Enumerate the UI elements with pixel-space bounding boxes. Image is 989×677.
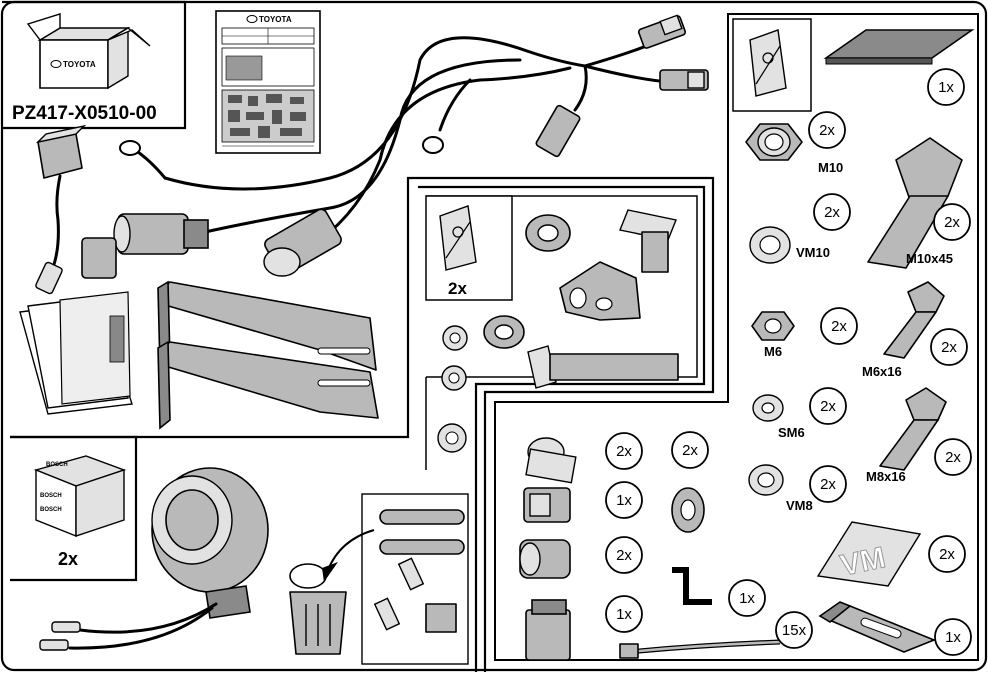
bolt-m8x16: 2x M8x16 [866, 387, 972, 484]
bolt-m8x16-qty: 2x [945, 449, 961, 466]
nut-m10-label: M10 [818, 160, 843, 175]
bracket-group-frame [10, 176, 715, 672]
horn-box-qty: 2x [58, 549, 78, 569]
sticker: VM 2x [816, 521, 966, 587]
cable-tie: 15x [619, 611, 813, 659]
connector-a-qty: 1x [616, 492, 632, 509]
relay-qty: 1x [616, 606, 632, 623]
relay: 1x [525, 595, 643, 661]
nut-m6: 2x M6 [751, 307, 858, 359]
installation-document: TOYOTA [215, 10, 321, 154]
washer-vm10-label: VM10 [796, 245, 830, 260]
instruction-sheets [19, 291, 133, 415]
kit-box-brand: TOYOTA [63, 60, 96, 69]
horn-box-panel: BOSCH BOSCH BOSCH 2x [10, 435, 138, 582]
sleeve-qty: 2x [616, 443, 632, 460]
harness-connector-top-b [659, 69, 709, 91]
bracket-group-instruction-panel: 2x [425, 195, 513, 301]
bolt-m6x16-label: M6x16 [862, 364, 902, 379]
washer-vm8-label: VM8 [786, 498, 813, 513]
harness-plug-left [113, 213, 209, 255]
washer-sm6: 2x SM6 [752, 387, 847, 440]
horn-box-brand-side-2: BOSCH [40, 507, 62, 513]
rubber-pad-qty: 1x [938, 79, 954, 96]
grommet: 2x [671, 431, 709, 533]
nut-m10: 2x M10 [745, 111, 846, 175]
grommet-qty: 2x [682, 442, 698, 459]
harness-connector-top-a [637, 14, 687, 49]
recycling-panel [289, 493, 469, 665]
small-bracket: 1x [818, 601, 972, 656]
cable-tie-qty: 15x [782, 622, 807, 639]
horn-box-brand-top: BOSCH [46, 462, 68, 468]
nut-m6-qty: 2x [831, 318, 847, 335]
bolt-m10x45: 2x M10x45 [867, 137, 971, 269]
rubber-pad: 1x [823, 29, 975, 106]
bolt-m6x16: 2x M6x16 [862, 281, 968, 379]
bolt-m10x45-qty: 2x [944, 214, 960, 231]
connector-a: 1x [523, 481, 643, 523]
nut-m6-label: M6 [764, 344, 782, 359]
relay-with-lead [35, 124, 117, 295]
bracket-group-parts [437, 209, 679, 453]
bolt-m6x16-qty: 2x [941, 339, 957, 356]
hardware-panel-frame [494, 13, 979, 661]
bolt-m8x16-label: M8x16 [866, 469, 906, 484]
washer-sm6-label: SM6 [778, 425, 805, 440]
bolt-m10x45-label: M10x45 [906, 251, 953, 266]
kit-part-number: PZ417-X0510-00 [12, 103, 157, 124]
kit-box-panel: TOYOTA PZ417-X0510-00 [2, 0, 187, 130]
harness-plug-right [263, 208, 342, 277]
washer-vm8-qty: 2x [820, 476, 836, 493]
bracket-group-qty: 2x [448, 279, 467, 298]
wiring-harness [113, 14, 709, 277]
harness-connector-top-c [535, 104, 581, 158]
horn-illustration [39, 467, 269, 651]
washer-vm10: 2x VM10 [749, 193, 851, 264]
connector-b-qty: 2x [616, 547, 632, 564]
horn-box-brand-side: BOSCH [40, 493, 62, 499]
long-brackets [157, 280, 379, 430]
wire-clip-qty: 1x [739, 590, 755, 607]
doc-brand: TOYOTA [259, 15, 292, 24]
nut-m10-qty: 2x [819, 122, 835, 139]
connector-b: 2x [519, 536, 643, 579]
washer-vm8: 2x VM8 [748, 464, 847, 513]
washer-sm6-qty: 2x [820, 398, 836, 415]
kit-box-illustration: TOYOTA [26, 13, 151, 90]
sleeve: 2x [525, 432, 643, 484]
small-bracket-qty: 1x [945, 629, 961, 646]
sticker-qty: 2x [939, 546, 955, 563]
washer-vm10-qty: 2x [824, 204, 840, 221]
wire-clip: 1x [672, 567, 766, 617]
